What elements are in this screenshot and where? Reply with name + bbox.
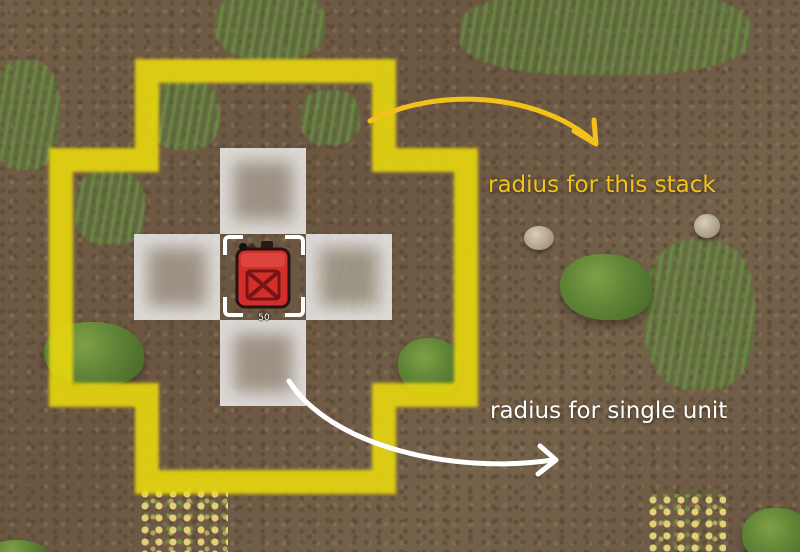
selection-corner xyxy=(285,235,305,255)
grass-patch xyxy=(460,0,750,75)
radius-cell xyxy=(134,234,220,320)
radius-cell xyxy=(306,234,392,320)
fuel-canister-icon xyxy=(235,241,291,309)
rock xyxy=(524,226,554,250)
grass-patch xyxy=(300,90,360,145)
grass-patch xyxy=(150,80,220,150)
radius-cell xyxy=(220,148,306,234)
flower-patch xyxy=(138,488,228,552)
rock xyxy=(694,214,720,238)
radius-cell xyxy=(220,320,306,406)
single-unit-radius-label: radius for single unit xyxy=(490,398,728,424)
grass-patch xyxy=(215,0,325,60)
flower-patch xyxy=(646,494,726,552)
arrow-to-stack-label xyxy=(367,96,599,147)
grass-patch xyxy=(75,170,145,245)
arrow-to-single-label xyxy=(286,378,559,477)
selection-corner xyxy=(223,297,243,317)
selection-corner xyxy=(285,297,305,317)
fuel-stack-item[interactable]: 50 xyxy=(223,235,305,323)
bush xyxy=(742,508,800,552)
stack-radius-shape xyxy=(49,59,478,494)
selection-corner xyxy=(223,235,243,255)
bush xyxy=(560,254,652,320)
bush xyxy=(0,540,48,552)
stack-radius-label: radius for this stack xyxy=(488,172,716,198)
grass-patch xyxy=(645,240,755,390)
stack-count: 50 xyxy=(258,313,270,323)
